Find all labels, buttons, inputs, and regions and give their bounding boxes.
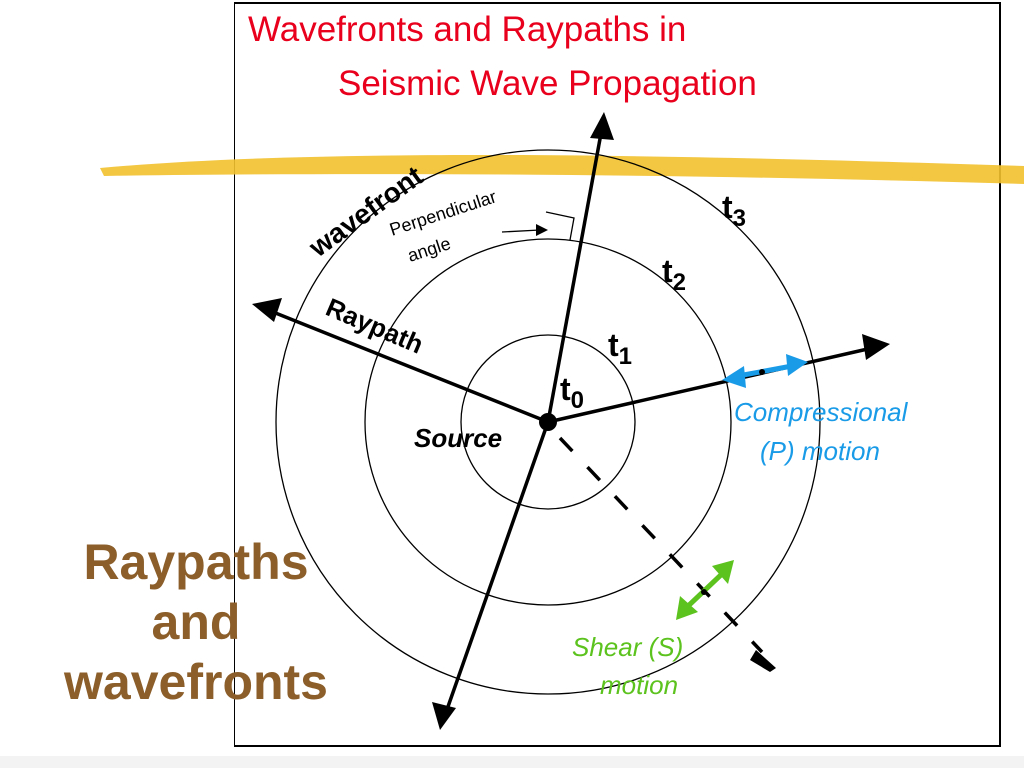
- arrowhead-up: [590, 112, 614, 140]
- raypath-up: [546, 127, 604, 423]
- raypath-shear: [558, 436, 764, 654]
- compressional-motion-arrow: [722, 354, 808, 388]
- diagram-title-line-1: Wavefronts and Raypaths in: [248, 10, 687, 49]
- shear-motion-arrow: [676, 560, 734, 620]
- raypath-down: [442, 421, 550, 719]
- arrowhead-down: [432, 702, 456, 730]
- label-shear: Shear (S): [572, 632, 683, 662]
- wavefront-t3: [275, 149, 821, 695]
- label-compressional: Compressional: [734, 397, 909, 427]
- wavefront-t2: [364, 238, 732, 606]
- slide-title: Raypaths and wavefronts: [16, 532, 376, 712]
- source-point: [539, 413, 557, 431]
- figure-frame: [234, 2, 1001, 747]
- slide-title-line-2: and: [151, 594, 241, 650]
- label-t1: t1: [608, 327, 632, 370]
- label-angle: angle: [405, 233, 453, 266]
- slide-title-line-3: wavefronts: [64, 654, 328, 710]
- slide-title-line-1: Raypaths: [83, 534, 309, 590]
- label-s-motion: motion: [600, 670, 678, 700]
- label-t2: t2: [662, 253, 686, 296]
- right-angle-marker: [545, 211, 575, 241]
- raypath-right: [547, 346, 873, 424]
- perpendicular-pointer-head: [536, 224, 548, 236]
- arrowhead-shear: [750, 650, 776, 672]
- label-raypath: Raypath: [322, 292, 428, 360]
- wavefront-t1: [460, 334, 636, 510]
- arrowhead-right: [862, 334, 890, 360]
- label-t3: t3: [722, 189, 746, 232]
- highlighter-stroke: [100, 155, 1024, 184]
- raypath-left: [267, 308, 549, 424]
- bottom-strip: [0, 756, 1024, 768]
- arrowhead-left: [252, 298, 282, 322]
- diagram-title-line-2: Seismic Wave Propagation: [338, 64, 757, 103]
- label-source: Source: [414, 423, 502, 453]
- label-p-motion: (P) motion: [760, 436, 880, 466]
- perpendicular-pointer: [501, 229, 541, 233]
- label-t0: t0: [560, 371, 584, 414]
